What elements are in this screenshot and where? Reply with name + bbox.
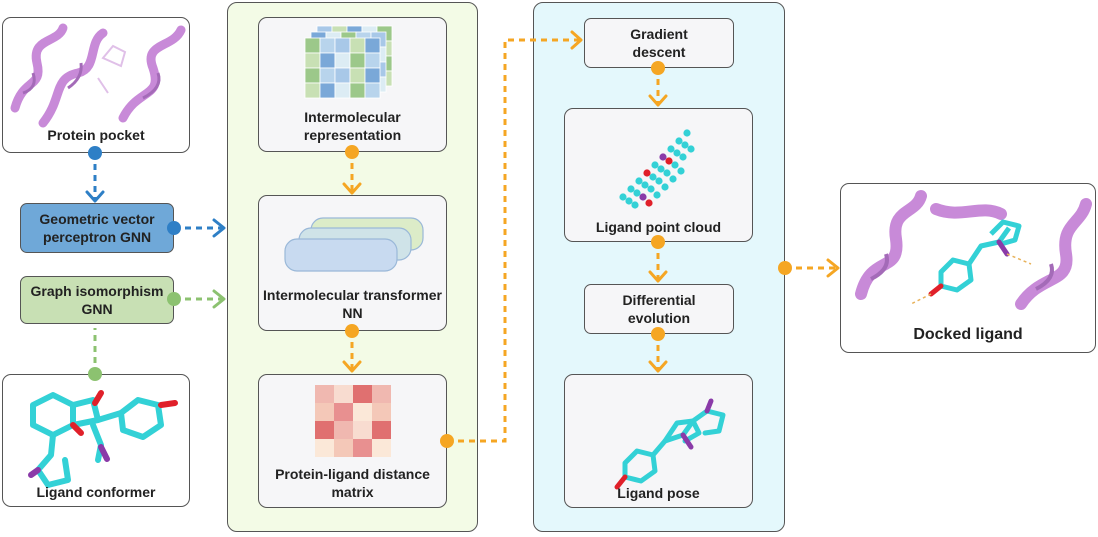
transformer-label: Intermolecular transformer NN xyxy=(263,287,442,321)
cloud-point xyxy=(633,189,641,197)
cloud-point xyxy=(683,129,691,137)
intermolecular-repr-box: Intermolecular representation xyxy=(258,17,447,152)
cloud-point xyxy=(619,193,627,201)
ligand-pose-label: Ligand pose xyxy=(617,485,700,501)
ligand-pose-icon xyxy=(614,398,726,490)
docked-ligand-label: Docked ligand xyxy=(913,326,1023,343)
cloud-point xyxy=(675,137,683,145)
grid-cell xyxy=(372,439,391,457)
grid-cell xyxy=(334,385,353,403)
grid-cell xyxy=(349,82,366,99)
grid-cell xyxy=(315,385,334,403)
cloud-point xyxy=(657,165,665,173)
cloud-point xyxy=(639,193,647,201)
grid-cell xyxy=(319,67,336,84)
protein-pocket-label: Protein pocket xyxy=(47,127,145,143)
cloud-point xyxy=(643,169,651,177)
ligand-pose-box: Ligand pose xyxy=(564,374,753,508)
ligand-structure-image xyxy=(28,390,178,488)
cloud-point xyxy=(661,183,669,191)
grid-cell xyxy=(315,421,334,439)
cloud-point xyxy=(681,141,689,149)
cloud-point xyxy=(651,161,659,169)
cloud-point xyxy=(665,157,673,165)
grid-cell xyxy=(334,52,351,69)
docked-ligand-box: Docked ligand xyxy=(840,183,1096,353)
grid-cell xyxy=(372,385,391,403)
grid-cell xyxy=(319,82,336,99)
point-cloud-icon xyxy=(619,129,695,209)
protein-structure-image xyxy=(10,23,186,128)
transformer-box: Intermolecular transformer NN xyxy=(258,195,447,331)
cloud-point xyxy=(663,169,671,177)
cloud-point xyxy=(687,145,695,153)
docked-complex-image xyxy=(855,190,1092,310)
cloud-point xyxy=(677,167,685,175)
cloud-point xyxy=(625,197,633,205)
grid-cell xyxy=(353,439,372,457)
grid-cell xyxy=(334,37,351,54)
cloud-point xyxy=(671,161,679,169)
grid-cell xyxy=(304,37,321,54)
grid-cell xyxy=(364,37,381,54)
grid-cell xyxy=(334,403,353,421)
cloud-point xyxy=(645,199,653,207)
point-cloud-label: Ligand point cloud xyxy=(595,219,722,235)
matrix-grid-icon xyxy=(304,25,393,99)
grid-cell xyxy=(364,82,381,99)
cloud-point xyxy=(627,185,635,193)
cloud-point xyxy=(679,153,687,161)
grid-cell xyxy=(315,439,334,457)
point-cloud-box: Ligand point cloud xyxy=(564,108,753,242)
gvp-gnn-box: Geometric vector perceptron GNN xyxy=(20,203,174,253)
distance-matrix-box: Protein-ligand distance matrix xyxy=(258,374,447,508)
grid-cell xyxy=(364,52,381,69)
differential-evolution-box: Differential evolution xyxy=(584,284,734,334)
ligand-conformer-label: Ligand conformer xyxy=(36,484,156,500)
cloud-point xyxy=(641,181,649,189)
cloud-point xyxy=(667,145,675,153)
grid-cell xyxy=(349,37,366,54)
grid-cell xyxy=(334,67,351,84)
cloud-point xyxy=(649,173,657,181)
layer-stack-icon xyxy=(284,217,424,272)
protein-pocket-box: Protein pocket xyxy=(2,17,190,153)
grid-cell xyxy=(353,421,372,439)
grid-cell xyxy=(319,52,336,69)
grid-cell xyxy=(349,52,366,69)
grid-cell xyxy=(304,52,321,69)
grid-cell xyxy=(315,403,334,421)
grid-cell xyxy=(334,421,353,439)
cloud-point xyxy=(635,177,643,185)
grid-cell xyxy=(334,439,353,457)
ligand-conformer-box: Ligand conformer xyxy=(2,374,190,507)
cloud-point xyxy=(659,153,667,161)
matrix-heatmap-icon xyxy=(315,385,391,457)
cloud-point xyxy=(669,175,677,183)
grid-cell xyxy=(319,37,336,54)
grid-cell xyxy=(372,403,391,421)
grid-cell xyxy=(353,403,372,421)
distance-matrix-label: Protein-ligand distance matrix xyxy=(275,466,430,500)
cloud-point xyxy=(631,201,639,209)
cloud-point xyxy=(647,185,655,193)
grid-cell xyxy=(349,67,366,84)
intermolecular-repr-label: Intermolecular representation xyxy=(303,109,402,143)
grid-cell xyxy=(334,82,351,99)
cloud-point xyxy=(653,191,661,199)
grid-cell xyxy=(353,385,372,403)
grid-cell xyxy=(364,67,381,84)
grid-cell xyxy=(304,67,321,84)
grid-cell xyxy=(304,82,321,99)
gin-gnn-box: Graph isomorphism GNN xyxy=(20,276,174,324)
cloud-point xyxy=(655,177,663,185)
grid-cell xyxy=(372,421,391,439)
gradient-descent-box: Gradient descent xyxy=(584,18,734,68)
cloud-point xyxy=(673,149,681,157)
